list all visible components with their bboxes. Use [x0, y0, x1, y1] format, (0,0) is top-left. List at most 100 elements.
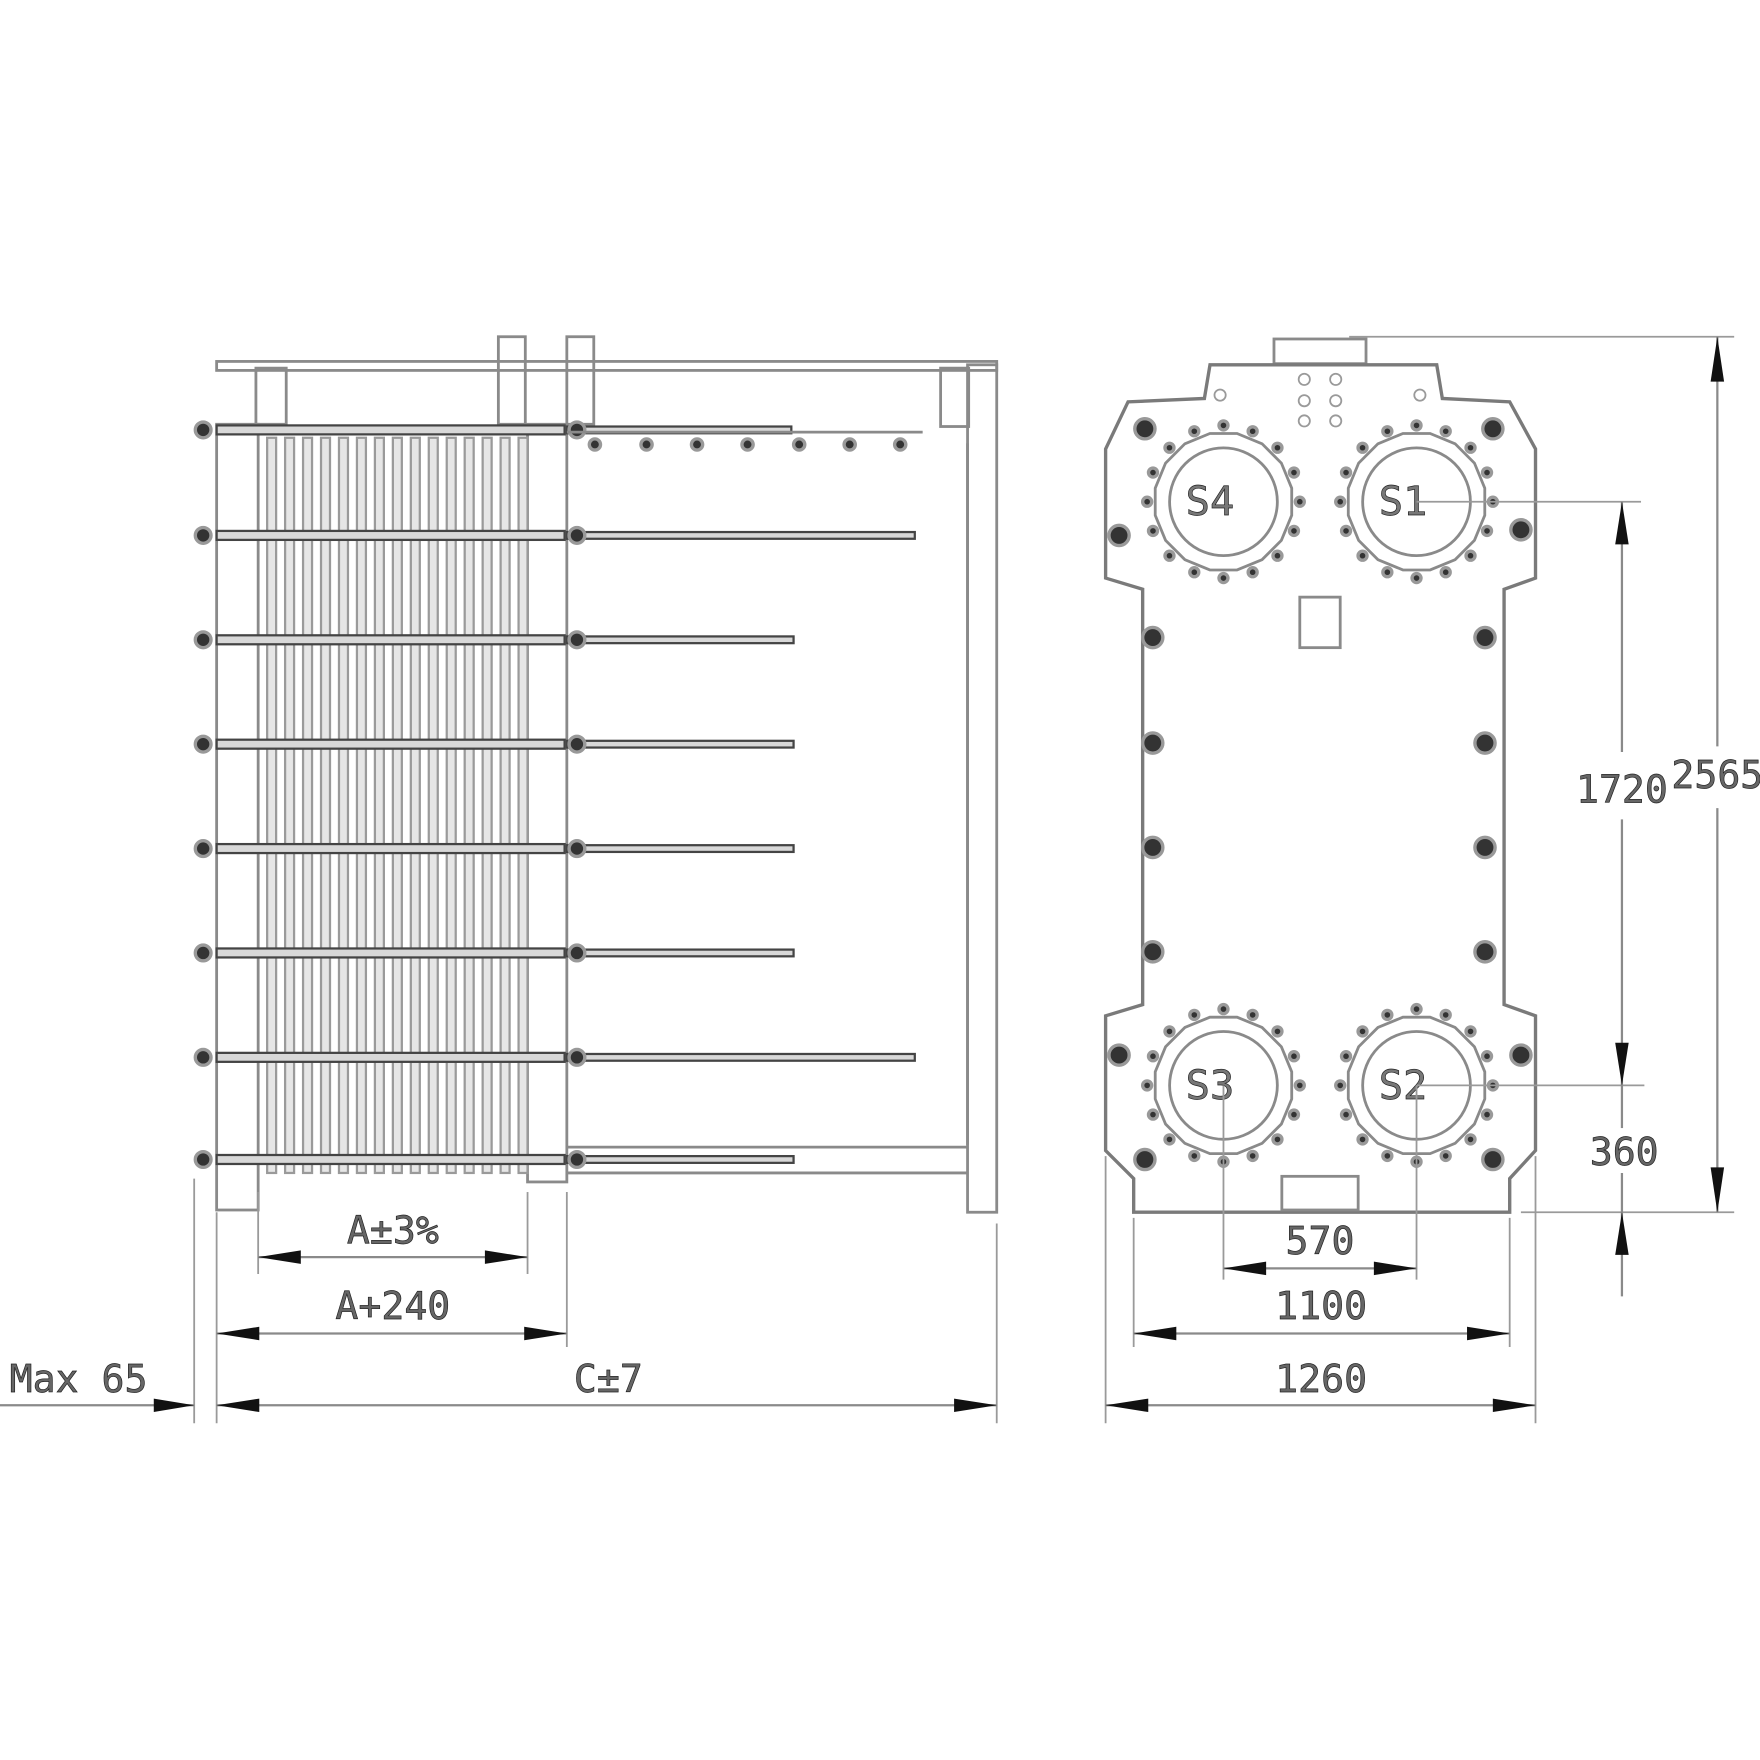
flange-stud [1271, 1025, 1284, 1038]
dim-label-plate-pack: A±3% [347, 1209, 439, 1253]
dim-label-overall-width: 1260 [1275, 1357, 1367, 1401]
tie-rod-extension [565, 739, 795, 749]
flange-stud [1439, 1149, 1452, 1163]
flange-stud [1217, 419, 1230, 432]
tightening-bolt [1140, 835, 1165, 860]
flange-stud [1339, 1050, 1353, 1063]
flange-stud [1410, 571, 1423, 585]
hanger-hole [1297, 394, 1311, 408]
carrier-bracket-right [565, 335, 596, 426]
dim-label-frame-inner: A+240 [335, 1284, 450, 1328]
dim-label-port-vertical: 1720 [1576, 768, 1668, 812]
tie-rod-nut [193, 1149, 213, 1170]
flange-stud [1287, 1050, 1301, 1063]
flange-stud [1246, 1149, 1259, 1163]
plate [266, 436, 278, 1175]
plate [409, 436, 421, 1175]
tie-rod-nut [193, 734, 213, 754]
flange-stud [1339, 466, 1353, 479]
flange-stud [1217, 571, 1230, 585]
flange-stud [1480, 1108, 1494, 1121]
plate [373, 436, 385, 1175]
hanger-hole [1213, 388, 1227, 402]
tightening-bolt [1140, 731, 1165, 755]
bottom-slot [1280, 1174, 1360, 1212]
port-flange [1346, 432, 1487, 572]
flange-stud [1439, 425, 1452, 438]
flange-stud [1246, 425, 1259, 438]
nameplate [1298, 595, 1342, 650]
plate [337, 436, 350, 1175]
flange-stud [1480, 524, 1494, 538]
plate [481, 436, 493, 1175]
flange-stud [1381, 1149, 1394, 1163]
hanger-hole [1297, 372, 1311, 386]
dim-label-port-horizontal: 570 [1286, 1219, 1355, 1263]
tightening-bolt [1481, 1147, 1505, 1172]
flange-stud [1217, 1002, 1230, 1016]
hanger-hole [1329, 372, 1343, 386]
top-hanger [1272, 337, 1368, 366]
flange-stud [1480, 1050, 1494, 1063]
plate [445, 436, 457, 1175]
plate [283, 436, 296, 1175]
tie-rod [215, 738, 566, 750]
carrier-roller [892, 437, 908, 452]
plate [499, 436, 511, 1175]
flange-stud [1287, 1108, 1301, 1121]
hanger-hole [1413, 388, 1427, 402]
flange-stud [1439, 566, 1452, 579]
flange-stud [1246, 566, 1259, 579]
port-flange [1153, 432, 1294, 572]
flange-stud [1188, 566, 1201, 579]
tie-rod-nut [567, 734, 587, 754]
tie-rod-extension [565, 530, 916, 540]
tightening-bolt [1133, 416, 1157, 441]
support-column [966, 363, 999, 1214]
dim-overall-height: 2565 [1671, 336, 1760, 1213]
carrier-bracket-left [496, 335, 527, 426]
tie-rod-nut [193, 630, 213, 650]
tie-rod-extension [565, 948, 795, 958]
port-s3: S3 [1140, 1002, 1306, 1168]
carrier-roller [689, 437, 705, 452]
hanger-hole [1329, 414, 1343, 428]
flange-stud [1356, 441, 1369, 454]
tie-rod-nut [567, 943, 587, 963]
carrier-roller [791, 437, 807, 452]
tie-rod-extension [565, 1052, 916, 1062]
flange-stud [1163, 1133, 1176, 1146]
side-view: A±3% A+240 C±7 Max 65 [0, 335, 999, 1424]
flange-stud [1188, 425, 1201, 438]
dim-overall-length: C±7 [216, 1357, 997, 1413]
carrier-roller [587, 437, 603, 452]
flange-stud [1410, 1002, 1423, 1016]
plate-pack [266, 436, 529, 1175]
flange-stud [1146, 1050, 1160, 1063]
plate [463, 436, 475, 1175]
flange-stud [1334, 1079, 1347, 1092]
flange-stud [1464, 1025, 1477, 1038]
tie-rod-nut [193, 420, 213, 440]
flange-stud [1464, 1133, 1477, 1146]
dim-port-horizontal: 570 [1223, 1218, 1417, 1276]
tie-rod-nut [567, 420, 587, 440]
dim-label-overall-height: 2565 [1671, 753, 1760, 797]
dim-label-bolt-span: 1100 [1275, 1284, 1367, 1328]
carrier-roller [740, 437, 755, 452]
flange-stud [1246, 1008, 1259, 1022]
flange-stud [1271, 549, 1284, 562]
flange-stud [1339, 524, 1353, 538]
dim-frame-inner: A+240 [216, 1284, 567, 1341]
dim-plate-pack: A±3% [258, 1208, 528, 1264]
flange-stud [1163, 1025, 1176, 1038]
tightening-bolt [1481, 416, 1505, 441]
flange-stud [1188, 1149, 1201, 1163]
tie-rod [215, 947, 566, 959]
tie-rod [215, 529, 566, 542]
dim-port-vertical: 1720 [1576, 501, 1668, 1086]
flange-stud [1287, 466, 1301, 479]
